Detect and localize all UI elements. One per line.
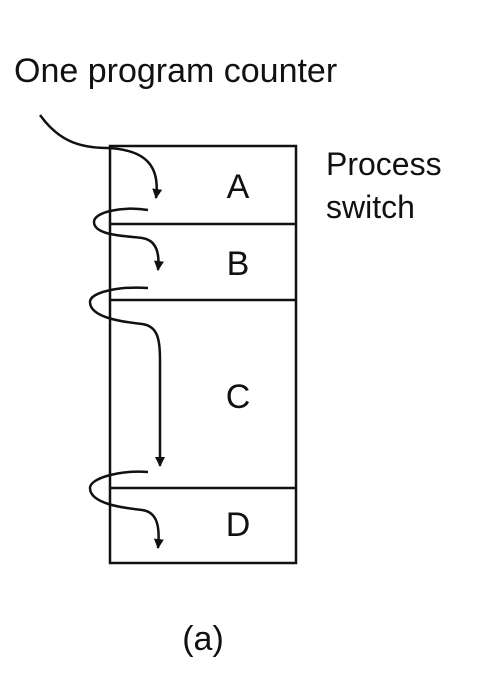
process-switch-label-line2: switch	[326, 189, 415, 225]
switch-arrow-a-to-b	[92, 207, 164, 271]
memory-column	[108, 144, 298, 565]
process-switch-label-line1: Process	[326, 146, 442, 182]
process-a-label: A	[227, 168, 250, 206]
switch-arrow-b-to-c	[88, 286, 165, 467]
program-counter-path	[38, 114, 163, 199]
switch-arrow-c-to-d	[88, 470, 164, 549]
program-counter-label: One program counter	[14, 52, 337, 90]
process-b-label: B	[227, 245, 250, 283]
figure-caption: (a)	[182, 620, 224, 658]
process-d-label: D	[226, 506, 251, 544]
process-c-label: C	[226, 378, 251, 416]
